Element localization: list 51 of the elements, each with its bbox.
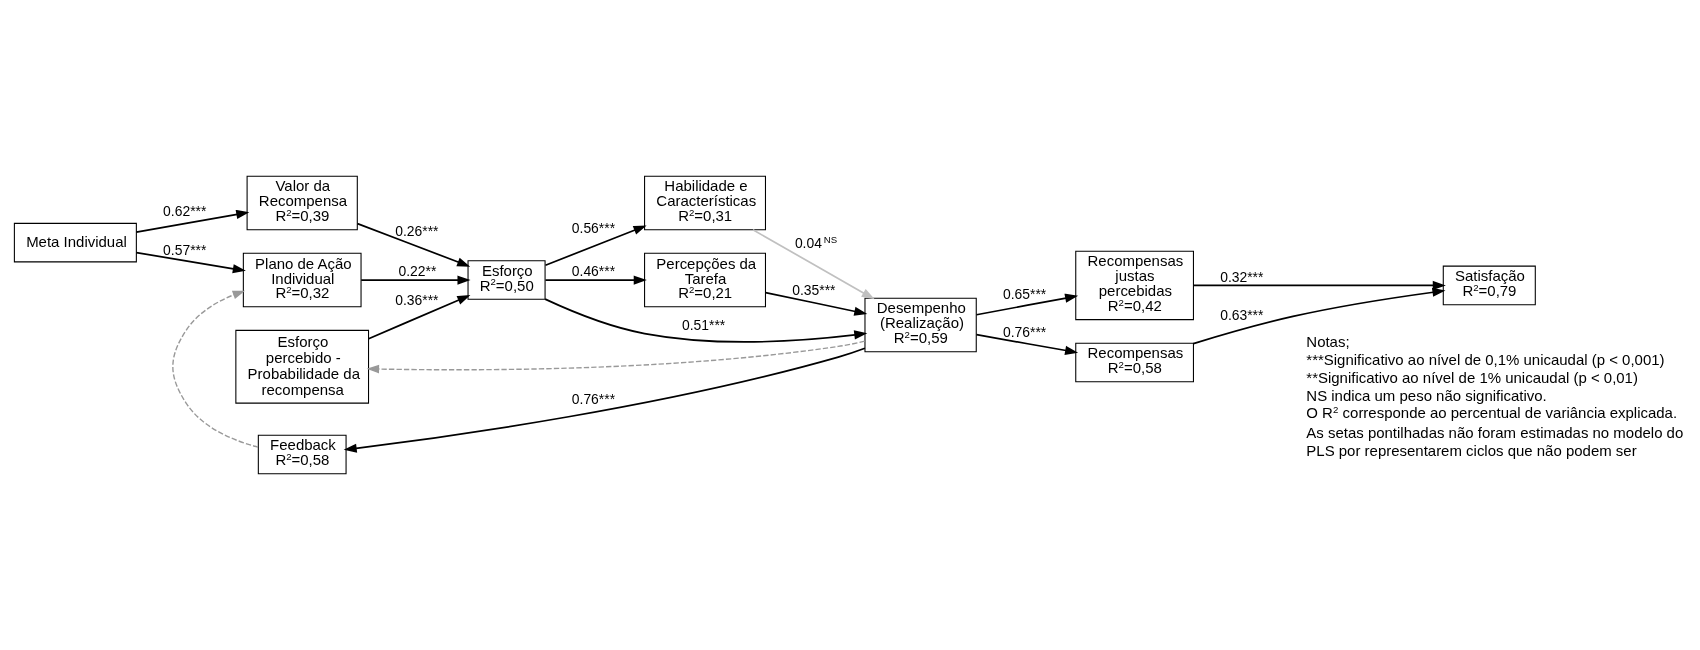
edge-label: 0.56***: [571, 220, 616, 237]
label: **Significativo ao nível de 1% unicaudal (p < 0,01): [1306, 368, 1638, 386]
node-box: Recompensas R$^{2}$=0,58: [1075, 342, 1194, 383]
edge-label: 0.26***: [395, 222, 439, 239]
arrow: [544, 275, 647, 285]
node-box: Desempenho (Realização) R$^{2}$=0,59: [864, 297, 977, 353]
edge-label: 0.76***: [1003, 324, 1047, 341]
label: ***Significativo ao nível de 0,1% unicaudal (p < 0,001): [1306, 350, 1665, 368]
arrow: [366, 340, 866, 374]
arrow: [544, 298, 868, 343]
edge-label: 0.76***: [571, 390, 616, 407]
edge-label: 0.63***: [1220, 307, 1264, 324]
arrow: [343, 347, 866, 453]
arrow: [764, 291, 868, 316]
node-box: Valor da Recompensa R$^{2}$=0,39: [246, 175, 358, 231]
edge-label: 0.32***: [1220, 268, 1264, 285]
node-box: Satisfação R$^{2}$=0,79: [1442, 265, 1536, 306]
edge-label: 0.62***: [163, 203, 207, 220]
node-box: Esforço R$^{2}$=0,50: [467, 260, 546, 300]
arrow: [975, 293, 1079, 316]
label: As setas pontilhadas não foram estimadas no modelo do: [1306, 423, 1684, 441]
edge-label: 0.35***: [792, 282, 836, 299]
edge-label: 0.65***: [1003, 285, 1047, 302]
node-box: Habilidade e Características R$^{2}$=0,31: [644, 175, 766, 231]
label: PLS por representarem ciclos que não podem ser: [1306, 441, 1637, 459]
label: Notas;: [1306, 332, 1350, 350]
arrow: [1192, 287, 1446, 345]
node-box: Percepções da Tarefa R$^{2}$=0,21: [644, 252, 766, 308]
edge-label: 0.57***: [163, 241, 207, 258]
node-box: Meta Individual: [13, 222, 137, 263]
node-box: Feedback R$^{2}$=0,58: [257, 434, 347, 475]
arrow: [752, 228, 875, 300]
arrow: [172, 290, 259, 448]
arrow: [975, 333, 1079, 355]
node-box: Plano de Ação Individual R$^{2}$=0,32: [242, 252, 362, 308]
arrow: [135, 251, 246, 274]
arrow: [1192, 280, 1446, 290]
arrow: [360, 275, 471, 285]
arrow: [135, 209, 250, 233]
edge-label: 0.22**: [398, 263, 437, 280]
edge-label: 0.36***: [395, 292, 439, 309]
label: O R$^{2}$ corresponde ao percentual de variância explicada.: [1306, 403, 1678, 422]
edge-label: 0.51***: [682, 316, 726, 333]
node-box: Esforço percebido - Probabilidade da recompensa: [235, 329, 370, 404]
node-box: Recompensas justas percebidas R$^{2}$=0,42: [1075, 250, 1194, 321]
edge-label: 0.46***: [571, 263, 616, 280]
arrow: [544, 225, 647, 267]
edge-label: 0.04$^{NS}$: [794, 233, 838, 252]
label: NS indica um peso não significativo.: [1306, 387, 1547, 405]
arrow: [356, 222, 471, 267]
arrow: [367, 295, 471, 340]
